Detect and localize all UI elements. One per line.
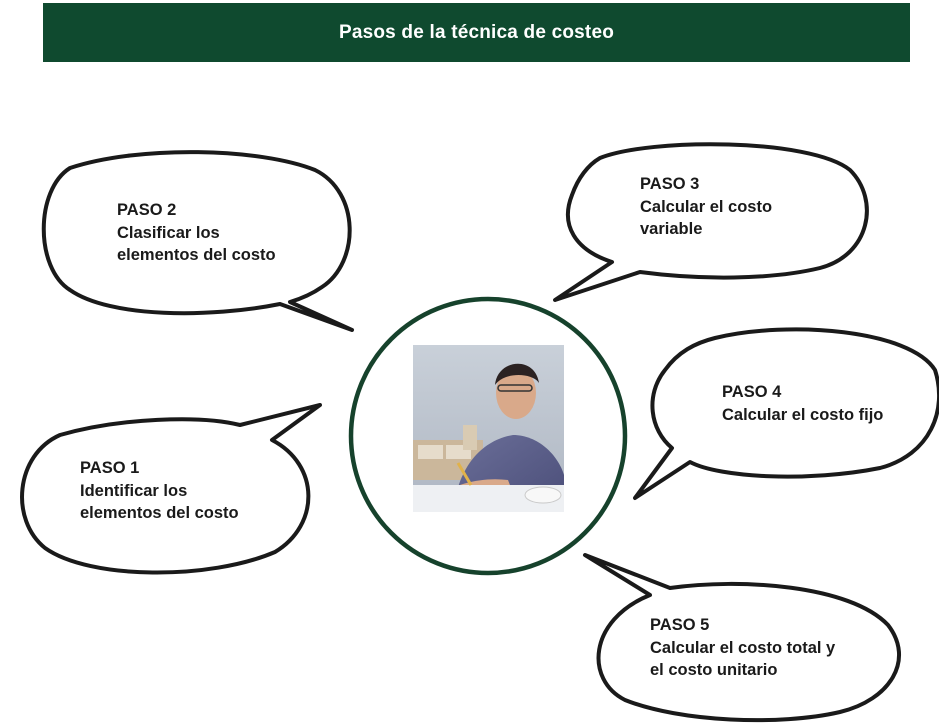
- step-2-label: PASO 2: [117, 201, 177, 219]
- speech-bubble-step-2: [41, 150, 354, 332]
- step-2-line-1: Clasificar los: [117, 223, 220, 242]
- step-4-text: PASO 4 Calcular el costo fijo: [722, 381, 883, 426]
- step-3-line-1: Calcular el costo: [640, 197, 773, 216]
- step-5-text: PASO 5 Calcular el costo total y el cost…: [650, 614, 835, 682]
- step-2-text: PASO 2 Clasificar los elementos del cost…: [117, 199, 276, 267]
- step-5-label: PASO 5: [650, 616, 710, 634]
- step-5-line-2: el costo unitario: [650, 661, 778, 679]
- step-3-text: PASO 3 Calcular el costo variable: [640, 173, 772, 241]
- step-3-label: PASO 3: [640, 175, 700, 193]
- speech-bubble-step-5: [583, 553, 901, 723]
- step-5-line-1: Calcular el costo total y: [650, 638, 836, 657]
- step-1-line-1: Identificar los: [80, 481, 188, 500]
- diagram-title: Pasos de la técnica de costeo: [43, 3, 910, 62]
- step-4-line-1: Calcular el costo fijo: [722, 405, 884, 424]
- step-3-line-2: variable: [640, 220, 703, 238]
- step-1-text: PASO 1 Identificar los elementos del cos…: [80, 457, 239, 525]
- man-drafting-photo-icon: [413, 345, 564, 512]
- step-1-line-2: elementos del costo: [80, 504, 239, 522]
- step-1-label: PASO 1: [80, 459, 140, 477]
- step-2-line-2: elementos del costo: [117, 246, 276, 264]
- center-photo: [413, 345, 564, 512]
- speech-bubble-step-3: [553, 142, 869, 302]
- step-4-label: PASO 4: [722, 383, 782, 401]
- speech-bubble-step-1: [20, 403, 322, 575]
- speech-bubble-step-4: [633, 327, 939, 500]
